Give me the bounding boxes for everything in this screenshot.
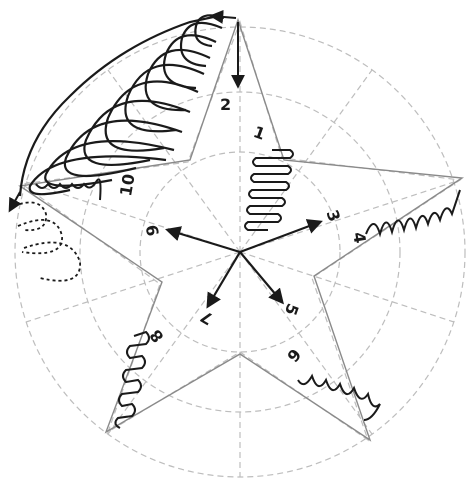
arrow-step-end: [10, 192, 20, 210]
feather-scallops: [20, 15, 224, 196]
arrow-to-9: [168, 230, 240, 252]
dotted-loops: [14, 202, 80, 280]
guide-grid: [15, 22, 465, 477]
label-step-6: 6: [283, 345, 305, 366]
label-step-9: 9: [142, 223, 163, 237]
label-step-4: 4: [349, 231, 370, 245]
label-step-10: 10: [116, 172, 139, 197]
squiggle-bottom-right-point: [298, 376, 380, 420]
label-step-7: 7: [197, 307, 216, 329]
label-step-2: 2: [220, 95, 231, 114]
squiggle-right-point: [366, 190, 460, 234]
star-outline: [20, 20, 462, 440]
squiggle-top-point: [245, 150, 293, 230]
step-labels: 1 2 3 4 5 6 7 8 9 10: [116, 95, 370, 366]
label-step-1: 1: [251, 122, 268, 144]
label-step-8: 8: [146, 326, 168, 347]
center-arrows: [168, 222, 320, 306]
arrow-step-1-start: [212, 16, 236, 18]
label-step-3: 3: [323, 207, 345, 224]
arrow-to-7: [208, 252, 240, 306]
arrow-to-3: [240, 222, 320, 252]
label-step-5: 5: [281, 301, 303, 318]
squiggle-fills: [36, 150, 460, 428]
